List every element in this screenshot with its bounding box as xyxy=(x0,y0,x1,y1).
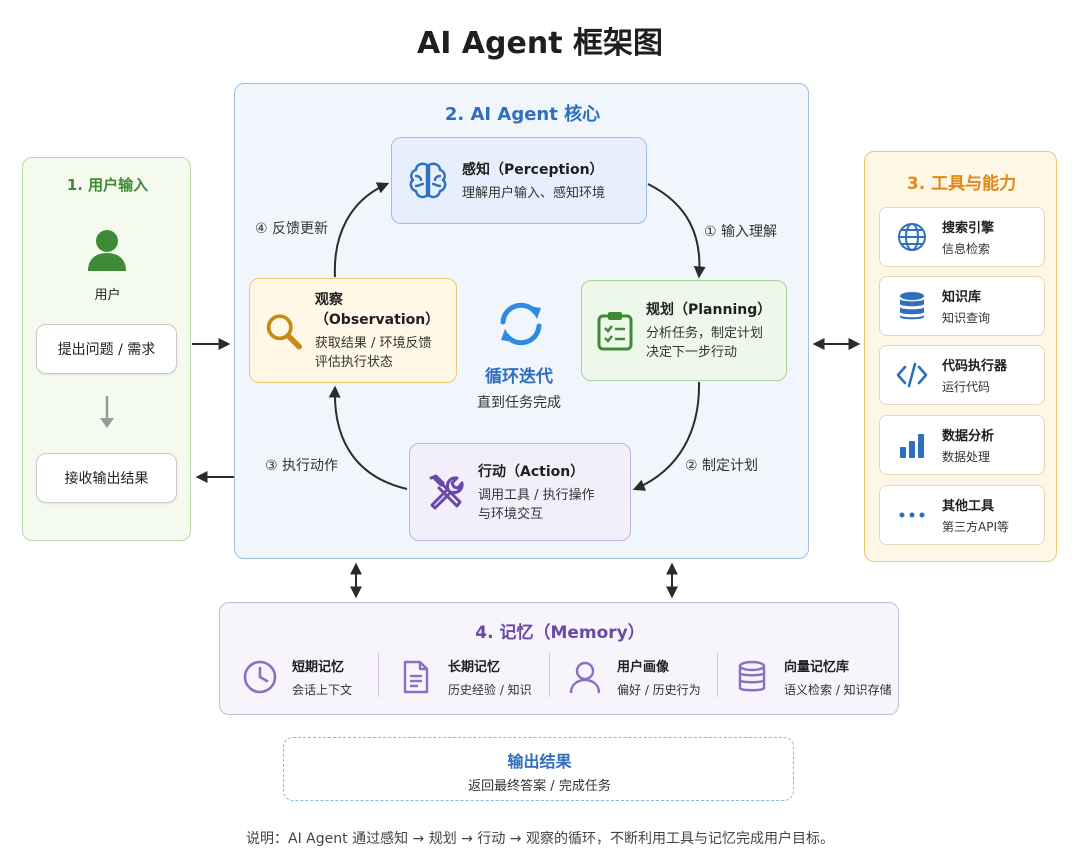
observation-title: 观察（Observation） xyxy=(314,292,440,328)
memory-name: 短期记忆 xyxy=(292,660,345,675)
tool-name: 搜索引擎 xyxy=(942,221,995,236)
sync-icon xyxy=(500,302,542,346)
user-icon xyxy=(88,230,126,271)
memory-desc: 偏好 / 历史行为 xyxy=(617,683,701,697)
magnifier-icon xyxy=(266,313,302,350)
tool-desc: 运行代码 xyxy=(942,380,991,394)
action-card: 行动（Action） 调用工具 / 执行操作 与环境交互 xyxy=(409,443,631,541)
tool-desc: 信息检索 xyxy=(942,242,991,256)
clock-icon xyxy=(243,660,277,694)
result-bubble: 接收输出结果 xyxy=(36,453,177,503)
tools-panel: 3. 工具与能力 搜索引擎 信息检索 xyxy=(864,151,1057,562)
tool-desc: 数据处理 xyxy=(942,450,991,464)
step-1-label: ① 输入理解 xyxy=(704,224,778,240)
loop-subtitle: 直到任务完成 xyxy=(477,395,561,411)
perception-title: 感知（Perception） xyxy=(462,161,604,178)
memory-name: 长期记忆 xyxy=(448,660,501,675)
observation-card: 观察（Observation） 获取结果 / 环境反馈 评估执行状态 xyxy=(249,278,457,383)
memory-desc: 语义检索 / 知识存储 xyxy=(784,683,892,697)
brain-icon xyxy=(409,162,447,198)
planning-desc-1: 分析任务，制定计划 xyxy=(646,326,764,341)
memory-divider xyxy=(549,653,550,697)
action-desc-2: 与环境交互 xyxy=(478,506,544,522)
step-4-label: ④ 反馈更新 xyxy=(255,221,329,237)
action-title: 行动（Action） xyxy=(478,463,585,480)
globe-icon xyxy=(898,223,926,251)
output-title: 输出结果 xyxy=(507,752,572,771)
tool-name: 知识库 xyxy=(942,290,982,305)
tool-search-engine: 搜索引擎 信息检索 xyxy=(879,207,1045,267)
database-icon xyxy=(738,660,766,692)
tool-other: 其他工具 第三方API等 xyxy=(879,485,1045,545)
more-dots-icon xyxy=(899,512,925,518)
footnote: 说明：AI Agent 通过感知 → 规划 → 行动 → 观察的循环，不断利用工… xyxy=(246,831,834,847)
memory-panel-title: 4. 记忆（Memory） xyxy=(475,623,645,643)
down-arrow-icon xyxy=(100,396,114,428)
loop-title: 循环迭代 xyxy=(485,367,553,387)
tool-data-analysis: 数据分析 数据处理 xyxy=(879,415,1045,475)
perception-card: 感知（Perception） 理解用户输入、感知环境 xyxy=(391,137,647,224)
agent-core-panel-title: 2. AI Agent 核心 xyxy=(444,104,601,125)
memory-name: 用户画像 xyxy=(617,660,670,675)
step-3-label: ③ 执行动作 xyxy=(265,458,339,474)
code-icon xyxy=(896,362,928,388)
user-input-panel-title: 1. 用户输入 xyxy=(66,176,149,194)
document-icon xyxy=(403,660,429,694)
tool-code-executor: 代码执行器 运行代码 xyxy=(879,345,1045,405)
user-outline-icon xyxy=(569,661,601,694)
memory-short-term: 短期记忆 会话上下文 xyxy=(242,653,352,701)
observation-desc-1: 获取结果 / 环境反馈 xyxy=(314,336,432,351)
user-input-panel: 1. 用户输入 用户 提出问题 / 需求 接收输出结果 xyxy=(22,157,191,541)
bar-chart-icon xyxy=(900,434,924,458)
memory-long-term: 长期记忆 历史经验 / 知识 xyxy=(398,653,532,701)
memory-vector-store: 向量记忆库 语义检索 / 知识存储 xyxy=(734,653,892,701)
tool-knowledge-base: 知识库 知识查询 xyxy=(879,276,1045,336)
memory-divider xyxy=(378,653,379,697)
tool-name: 数据分析 xyxy=(942,429,995,444)
tool-name: 代码执行器 xyxy=(942,359,1008,374)
planning-title: 规划（Planning） xyxy=(646,302,772,318)
action-desc-1: 调用工具 / 执行操作 xyxy=(478,487,595,503)
database-icon xyxy=(900,292,924,320)
observation-desc-2: 评估执行状态 xyxy=(314,355,393,370)
output-desc: 返回最终答案 / 完成任务 xyxy=(468,779,611,794)
user-label: 用户 xyxy=(94,288,121,303)
memory-panel: 4. 记忆（Memory） 短期记忆 会话上下文 xyxy=(219,602,899,715)
tool-desc: 知识查询 xyxy=(942,311,991,325)
tools-icon xyxy=(429,474,464,510)
memory-name: 向量记忆库 xyxy=(784,660,850,675)
tool-desc: 第三方API等 xyxy=(942,520,1009,534)
memory-user-profile: 用户画像 偏好 / 历史行为 xyxy=(567,653,701,701)
question-bubble: 提出问题 / 需求 xyxy=(36,324,177,374)
memory-desc: 历史经验 / 知识 xyxy=(448,683,532,697)
memory-desc: 会话上下文 xyxy=(292,683,353,697)
perception-desc: 理解用户输入、感知环境 xyxy=(462,185,606,201)
clipboard-icon xyxy=(597,311,633,350)
tools-panel-title: 3. 工具与能力 xyxy=(906,174,1017,194)
planning-desc-2: 决定下一步行动 xyxy=(646,345,738,360)
planning-card: 规划（Planning） 分析任务，制定计划 决定下一步行动 xyxy=(581,280,787,381)
page-title: AI Agent 框架图 xyxy=(416,26,663,61)
memory-divider xyxy=(717,653,718,697)
step-2-label: ② 制定计划 xyxy=(685,458,759,474)
tool-name: 其他工具 xyxy=(942,499,995,514)
output-box: 输出结果 返回最终答案 / 完成任务 xyxy=(283,737,794,801)
